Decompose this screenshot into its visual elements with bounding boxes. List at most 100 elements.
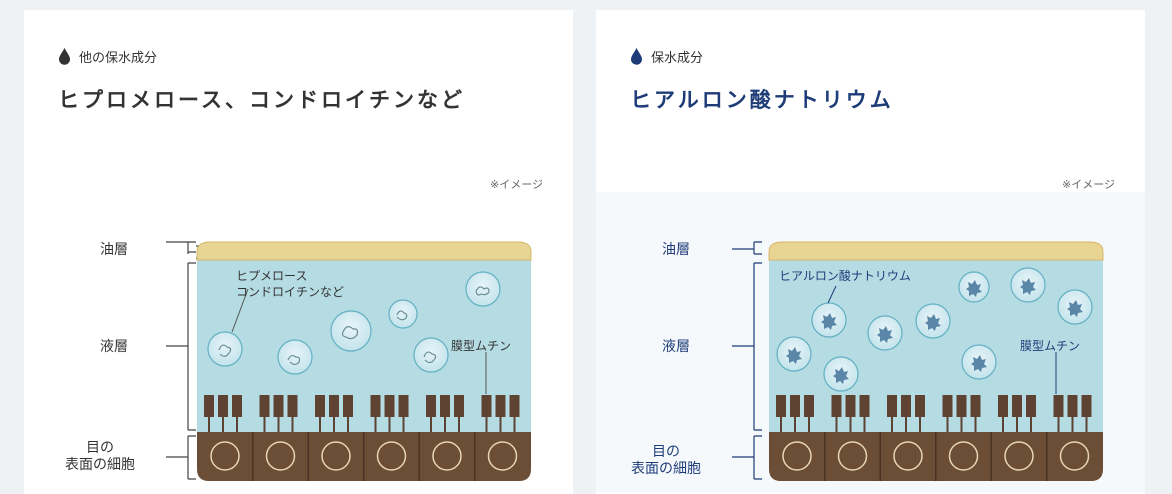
mucin-head <box>399 395 409 417</box>
mucin-head <box>204 395 214 417</box>
mucin-head <box>776 395 786 417</box>
mucin-head <box>260 395 270 417</box>
mucin-head <box>385 395 395 417</box>
mucin-head <box>790 395 800 417</box>
right-card: 保水成分 ヒアルロン酸ナトリウム ※イメージ <box>596 10 1145 494</box>
mucin-stem <box>444 416 446 433</box>
mucin-head <box>232 395 242 417</box>
mucin-head <box>804 395 814 417</box>
mucin-stem <box>836 416 838 433</box>
mucin-stem <box>403 416 405 433</box>
mucin-head <box>832 395 842 417</box>
drop-icon <box>630 48 643 65</box>
mucin-stem <box>222 416 224 433</box>
mucin-head <box>1054 395 1064 417</box>
mucin-label: 膜型ムチン <box>451 338 511 355</box>
mucin-stem <box>794 416 796 433</box>
mucin-head <box>274 395 284 417</box>
tear-film-diagram: 油層 液層 目の 表面の細胞 ヒアルロン酸ナトリウム 膜型ムチン <box>596 192 1145 492</box>
mucin-stem <box>375 416 377 433</box>
mucin-head <box>860 395 870 417</box>
liquid-layer-label: 液層 <box>100 339 128 356</box>
mucin-head <box>440 395 450 417</box>
oil-layer <box>197 242 531 260</box>
card-title: ヒアルロン酸ナトリウム <box>630 84 894 114</box>
mucin-head <box>915 395 925 417</box>
layer-brackets <box>732 242 762 479</box>
mucin-head <box>343 395 353 417</box>
mucin-stem <box>919 416 921 433</box>
liquid-layer-label: 液層 <box>662 339 690 356</box>
mucin-head <box>943 395 953 417</box>
mucin-head <box>846 395 856 417</box>
card-title: ヒプロメロース、コンドロイチンなど <box>58 84 465 114</box>
polymer-callout: ヒプメロース コンドロイチンなど <box>236 268 344 300</box>
cell-label-line1: 目の <box>64 440 136 457</box>
mucin-stem <box>780 416 782 433</box>
mucin-stem <box>1002 416 1004 433</box>
category-row: 保水成分 <box>630 47 703 66</box>
mucin-head <box>426 395 436 417</box>
mucin-stem <box>808 416 810 433</box>
mucin-stem <box>333 416 335 433</box>
mucin-stem <box>236 416 238 433</box>
mucin-head <box>887 395 897 417</box>
mucin-head <box>329 395 339 417</box>
category-row: 他の保水成分 <box>58 47 157 66</box>
mucin-stem <box>1058 416 1060 433</box>
mucin-stem <box>347 416 349 433</box>
mucin-head <box>971 395 981 417</box>
mucin-stem <box>486 416 488 433</box>
mucin-head <box>1068 395 1078 417</box>
mucin-stem <box>905 416 907 433</box>
mucin-stem <box>389 416 391 433</box>
oil-layer-label: 油層 <box>662 242 690 259</box>
oil-layer-label: 油層 <box>100 242 128 259</box>
mucin-stem <box>264 416 266 433</box>
cell-label-line2: 表面の細胞 <box>64 457 136 474</box>
mucin-stem <box>1072 416 1074 433</box>
mucin-head <box>510 395 520 417</box>
mucin-head <box>1082 395 1092 417</box>
tear-film-diagram: 油層 液層 目の 表面の細胞 ヒプメロース コンドロイチンなど 膜型ムチン <box>24 192 573 492</box>
image-note: ※イメージ <box>1062 176 1115 192</box>
mucin-head <box>901 395 911 417</box>
mucin-stem <box>1030 416 1032 433</box>
mucin-head <box>957 395 967 417</box>
mucin-stem <box>292 416 294 433</box>
polymer-callout-line2: コンドロイチンなど <box>236 284 344 300</box>
mucin-stem <box>319 416 321 433</box>
mucin-stem <box>864 416 866 433</box>
category-label: 他の保水成分 <box>79 47 157 66</box>
mucin-stem <box>430 416 432 433</box>
mucin-stem <box>500 416 502 433</box>
mucin-stem <box>961 416 963 433</box>
mucin-head <box>496 395 506 417</box>
mucin-stem <box>278 416 280 433</box>
mucin-stem <box>850 416 852 433</box>
mucin-stem <box>1016 416 1018 433</box>
mucin-head <box>218 395 228 417</box>
mucin-stem <box>947 416 949 433</box>
mucin-stem <box>208 416 210 433</box>
mucin-label: 膜型ムチン <box>1020 338 1080 355</box>
mucin-stem <box>1086 416 1088 433</box>
mucin-stem <box>975 416 977 433</box>
mucin-head <box>482 395 492 417</box>
cell-label-line2: 表面の細胞 <box>626 461 706 478</box>
cell-label: 目の 表面の細胞 <box>64 440 136 474</box>
mucin-head <box>1026 395 1036 417</box>
drop-icon <box>58 48 71 65</box>
image-note: ※イメージ <box>490 176 543 192</box>
category-label: 保水成分 <box>651 47 703 66</box>
cell-label-line1: 目の <box>626 444 706 461</box>
mucin-head <box>288 395 298 417</box>
polymer-callout-line1: ヒプメロース <box>236 268 344 284</box>
mucin-stem <box>891 416 893 433</box>
ha-callout: ヒアルロン酸ナトリウム <box>779 268 911 285</box>
mucin-stem <box>458 416 460 433</box>
cell-label: 目の 表面の細胞 <box>626 444 706 478</box>
mucin-head <box>454 395 464 417</box>
mucin-stem <box>514 416 516 433</box>
oil-layer <box>769 242 1103 260</box>
